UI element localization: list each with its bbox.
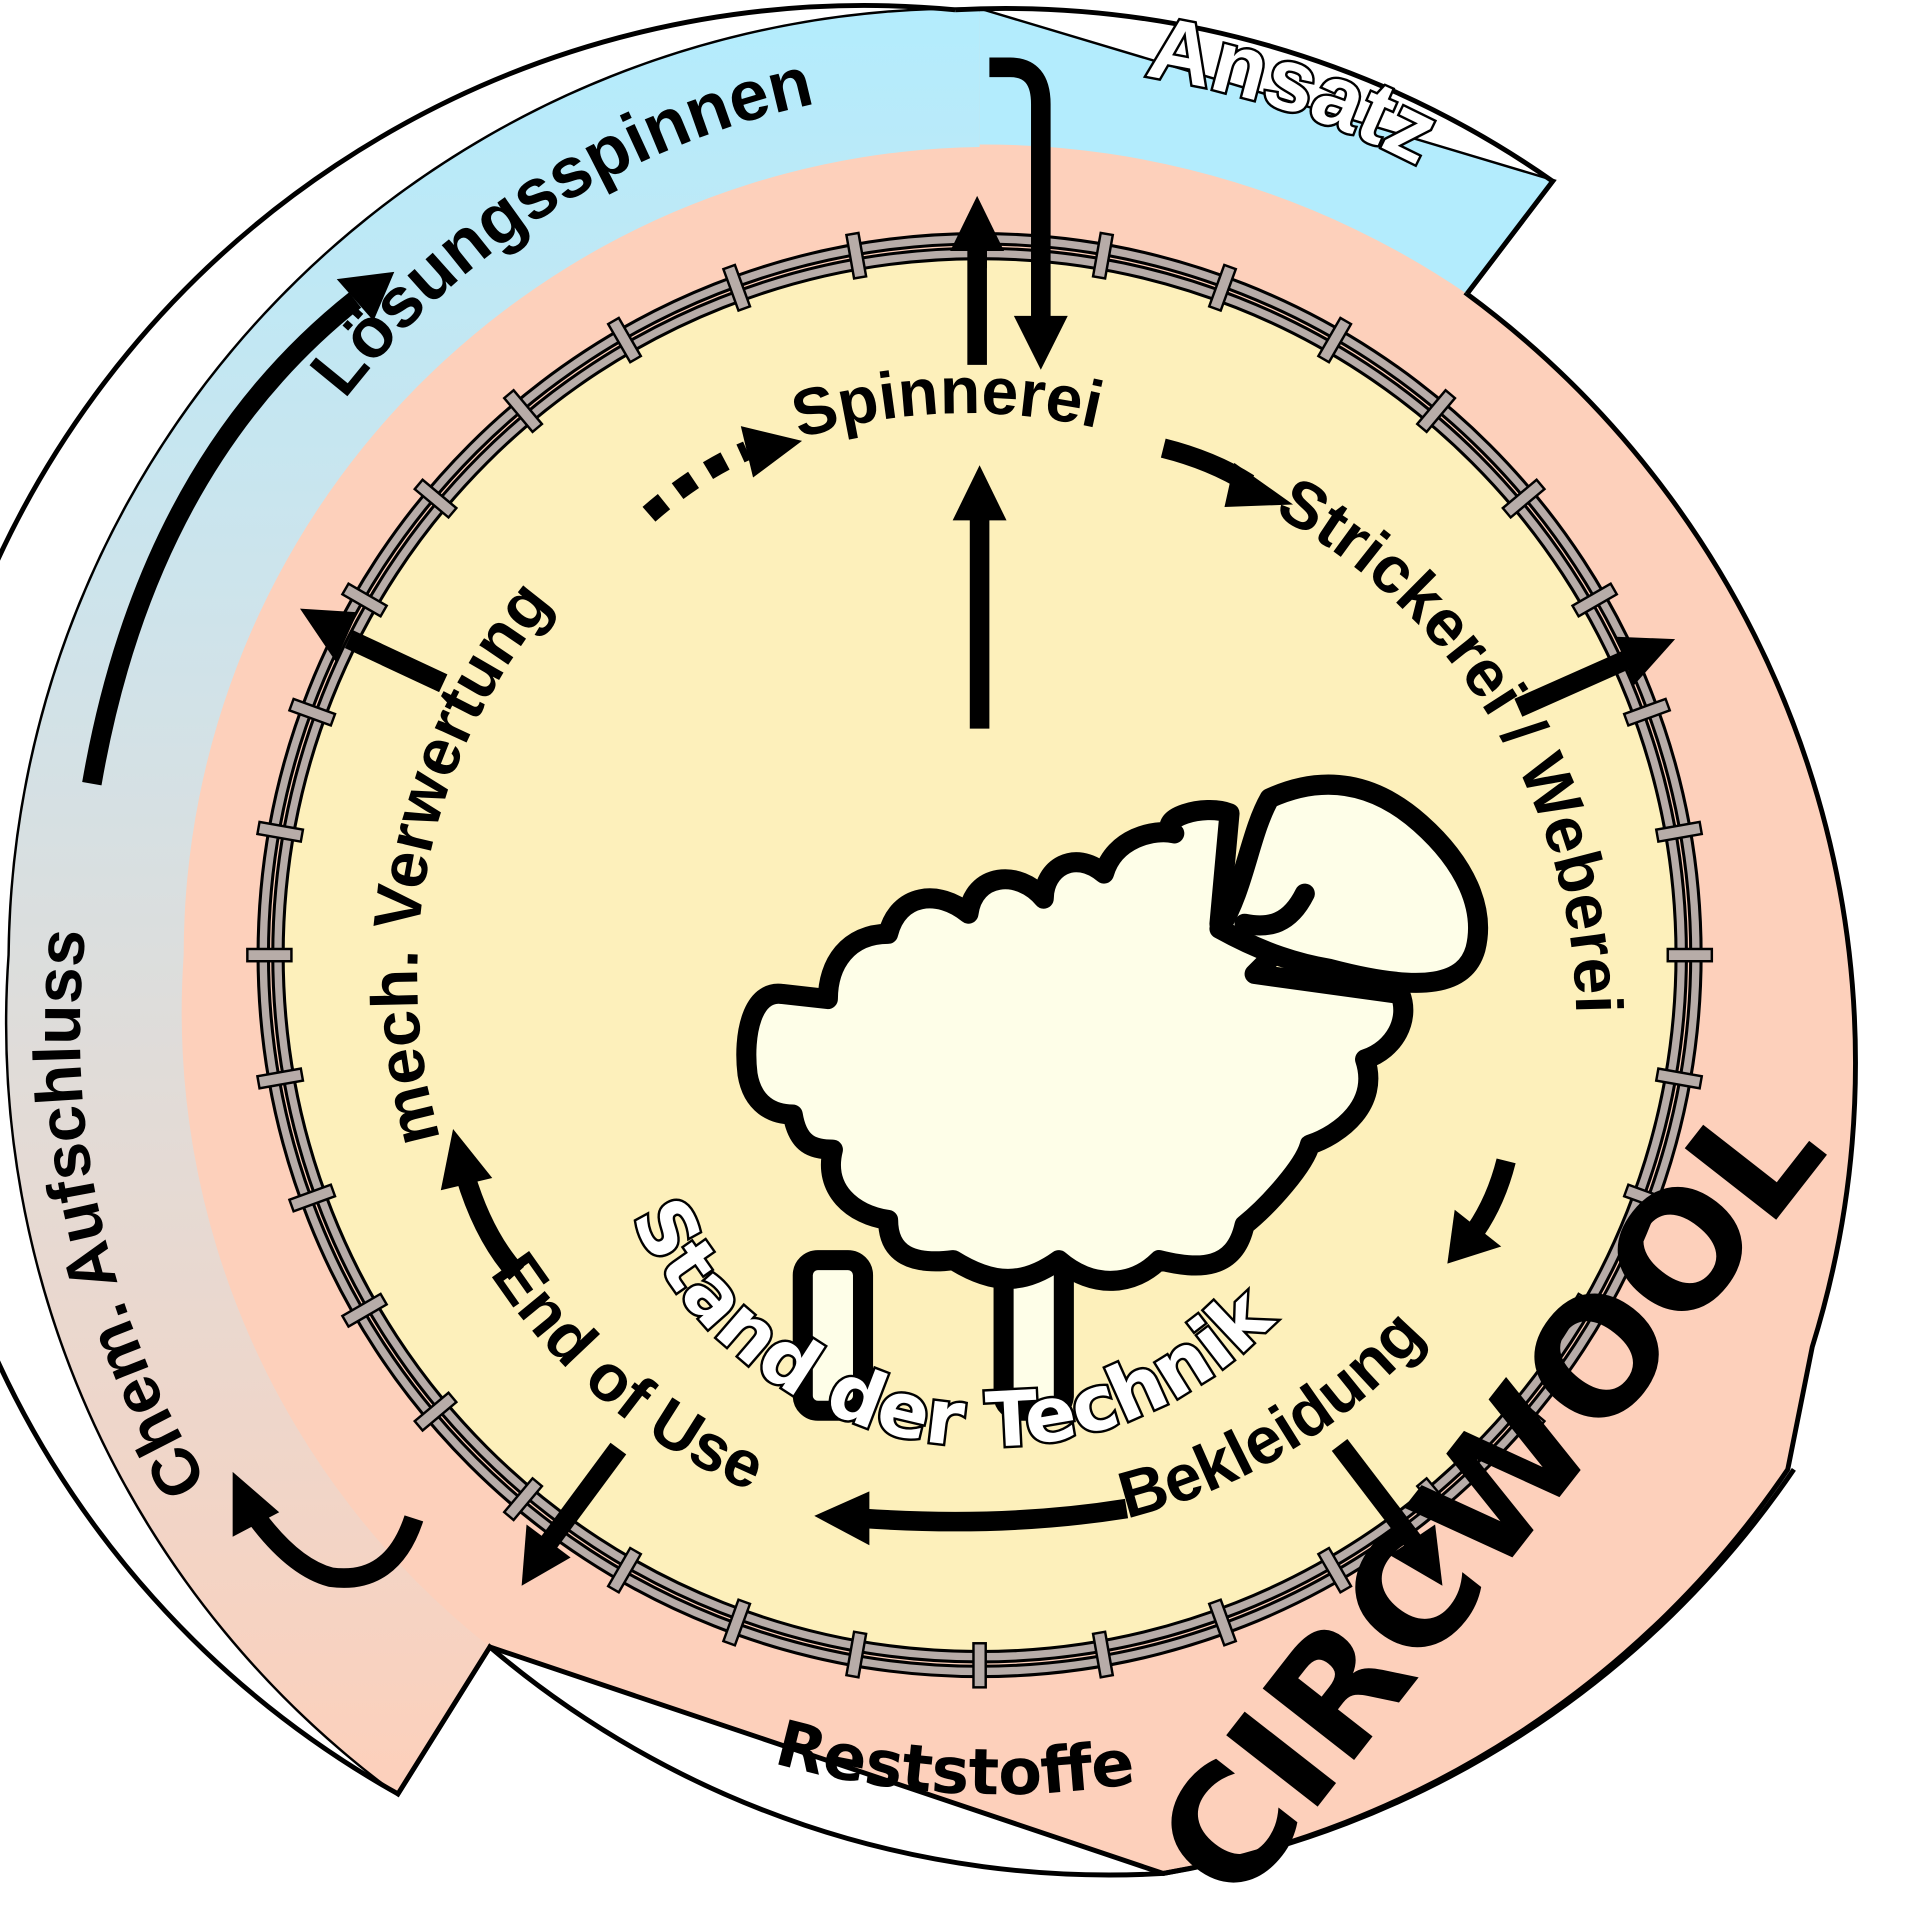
fence-post <box>1207 1598 1238 1647</box>
outer-ring-left-outline <box>0 3 1796 1878</box>
fence-post <box>412 1391 459 1433</box>
fence-post <box>246 947 293 963</box>
arrow-bekleidung-to-end-of-use <box>862 1498 1129 1532</box>
fence-post <box>844 1630 868 1679</box>
fence-post <box>721 263 752 313</box>
arrow-chem-to-loesungsspinnen <box>82 292 362 786</box>
sheep-head <box>1209 774 1489 993</box>
sheep-leg-back <box>792 1250 874 1421</box>
sheep-icon <box>736 774 1489 1421</box>
arrow-loesungsspinnen-to-spinnerei <box>989 57 1051 321</box>
ansatz-band <box>979 9 1553 294</box>
fence-post <box>1501 1391 1547 1433</box>
arrow-end-of-use-out <box>540 1442 627 1549</box>
arrow-end-of-use-to-mech <box>455 1172 525 1281</box>
fence-post <box>1570 582 1619 618</box>
fence-post <box>721 1598 752 1647</box>
fence-post <box>1091 1630 1115 1679</box>
arrowhead <box>1616 636 1676 686</box>
fence-post <box>502 388 544 434</box>
fence-post <box>972 1642 987 1689</box>
fence-post <box>340 582 389 618</box>
fence-post <box>1316 1546 1353 1594</box>
fence-post <box>844 231 868 280</box>
fence-post <box>1415 1476 1457 1522</box>
arrowhead <box>1389 1524 1443 1586</box>
fence-post <box>1570 1292 1619 1329</box>
fence-post <box>1654 1067 1704 1090</box>
arrowhead <box>952 465 1007 521</box>
fence-post <box>1415 388 1457 434</box>
fence-post <box>1654 820 1704 844</box>
arrowhead <box>1013 315 1068 370</box>
fence-post <box>255 820 305 844</box>
fence-post <box>1666 947 1714 963</box>
arrowhead <box>521 1524 571 1586</box>
fence-post <box>606 316 643 364</box>
fence-post <box>287 697 337 728</box>
arrow-mech-to-spinnerei-dotted <box>642 441 751 522</box>
fence-post <box>1501 478 1547 520</box>
fence-post <box>287 1183 337 1213</box>
arrow-bekleidung-out <box>1331 1438 1423 1549</box>
arrowhead <box>740 426 803 478</box>
arrowhead <box>232 1471 280 1537</box>
arrowhead <box>300 608 358 662</box>
fence-post <box>412 478 459 520</box>
arrowhead <box>440 1128 493 1191</box>
fence-post <box>1316 316 1353 364</box>
fence-post <box>1622 1183 1672 1213</box>
sheep-ear <box>1234 883 1315 936</box>
arrow-strickerei-out <box>1514 649 1633 717</box>
sheep-body <box>736 800 1414 1291</box>
arrow-mech-out <box>344 630 448 693</box>
arrow-reststoffe-to-chem <box>249 1512 424 1588</box>
arrowhead <box>950 195 1005 252</box>
fence-post <box>255 1067 305 1090</box>
arrowhead <box>1447 1209 1502 1264</box>
ansatz-band-outline <box>954 6 1557 296</box>
arrow-weberei-to-bekleidung <box>1467 1158 1516 1237</box>
arrowhead <box>1224 462 1294 507</box>
fence-post <box>1091 231 1115 280</box>
fence-post <box>1622 697 1672 728</box>
arrowhead <box>814 1491 870 1546</box>
fence-post <box>502 1476 544 1522</box>
flow-arrows <box>82 57 1676 1588</box>
arrowhead <box>336 271 395 321</box>
fence-post <box>340 1292 389 1329</box>
chem-route-band <box>7 9 980 1794</box>
fence-post <box>1207 263 1238 313</box>
fence-post <box>606 1546 643 1594</box>
